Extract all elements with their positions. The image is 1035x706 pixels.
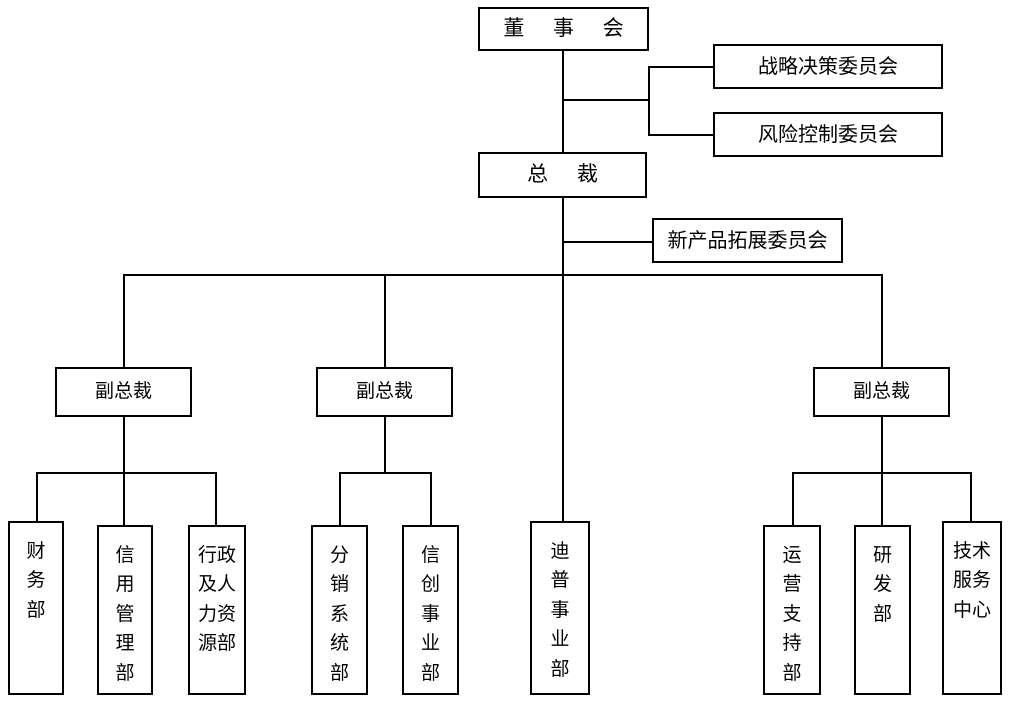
connector-drop-tech-service-center — [970, 472, 972, 525]
node-label: 研发部 — [873, 544, 893, 625]
node-vice-president-left[interactable]: 副总裁 — [55, 367, 192, 417]
connector-committee-bracket-spine — [648, 66, 650, 136]
node-finance-department[interactable]: 财务部 — [8, 521, 64, 695]
node-label: 总 裁 — [527, 162, 609, 187]
connector-vp-middle-stem — [384, 417, 386, 474]
connector-bus-drop-vp-right — [881, 274, 883, 367]
connector-bracket-to-strategy-committee — [648, 66, 714, 68]
connector-president-main-stem — [562, 198, 564, 525]
connector-board-to-committee-bracket — [562, 99, 650, 101]
node-label: 行政及人力资源部 — [198, 544, 237, 655]
connector-drop-operations-support-dept — [792, 472, 794, 525]
connector-vp-right-stem — [881, 417, 883, 474]
node-label: 副总裁 — [355, 380, 413, 403]
node-label: 分销系统部 — [330, 544, 350, 684]
connector-drop-distribution-dept — [339, 472, 341, 525]
node-label: 财务部 — [26, 540, 46, 621]
node-president[interactable]: 总 裁 — [478, 152, 647, 198]
connector-bus-drop-vp-middle — [384, 274, 386, 367]
node-label: 副总裁 — [94, 380, 152, 403]
node-credit-management-department[interactable]: 信用管理部 — [97, 525, 153, 695]
node-distribution-system-department[interactable]: 分销系统部 — [311, 525, 368, 695]
connector-bracket-to-risk-committee — [648, 134, 714, 136]
node-operations-support-department[interactable]: 运营支持部 — [763, 525, 821, 695]
node-vice-president-middle[interactable]: 副总裁 — [316, 367, 453, 417]
node-label: 董 事 会 — [503, 16, 635, 41]
connector-drop-finance-dept — [36, 472, 38, 525]
connector-drop-xinchuang-dept — [430, 472, 432, 525]
node-admin-hr-department[interactable]: 行政及人力资源部 — [188, 525, 246, 695]
connector-bus-drop-vp-left — [123, 274, 125, 367]
connector-president-to-newproduct-committee — [562, 241, 654, 243]
connector-vp-middle-bus — [339, 472, 432, 474]
node-new-product-development-committee[interactable]: 新产品拓展委员会 — [652, 218, 843, 263]
connector-vp-left-stem — [123, 417, 125, 474]
node-label: 战略决策委员会 — [758, 54, 898, 79]
node-label: 运营支持部 — [782, 544, 802, 684]
node-technical-service-center[interactable]: 技术服务中心 — [942, 521, 1002, 695]
connector-drop-rnd-dept — [881, 472, 883, 525]
connector-drop-admin-hr-dept — [215, 472, 217, 525]
node-rnd-department[interactable]: 研发部 — [854, 525, 911, 695]
connector-drop-credit-management-dept — [123, 472, 125, 525]
node-strategy-decision-committee[interactable]: 战略决策委员会 — [713, 44, 943, 89]
node-dptech-business-department[interactable]: 迪普事业部 — [530, 521, 590, 695]
node-label: 技术服务中心 — [953, 540, 992, 621]
node-label: 迪普事业部 — [550, 540, 570, 680]
node-label: 信创事业部 — [421, 544, 441, 684]
node-label: 风险控制委员会 — [758, 122, 898, 147]
node-label: 信用管理部 — [115, 544, 135, 684]
connector-board-to-president — [562, 50, 564, 152]
node-board-of-directors[interactable]: 董 事 会 — [478, 7, 649, 51]
node-xinchuang-business-department[interactable]: 信创事业部 — [402, 525, 459, 695]
connector-vp-left-bus — [36, 472, 217, 474]
node-vice-president-right[interactable]: 副总裁 — [813, 367, 950, 417]
node-risk-control-committee[interactable]: 风险控制委员会 — [713, 112, 943, 157]
connector-vp-bus — [123, 274, 883, 276]
node-label: 新产品拓展委员会 — [667, 228, 828, 253]
node-label: 副总裁 — [852, 380, 910, 403]
